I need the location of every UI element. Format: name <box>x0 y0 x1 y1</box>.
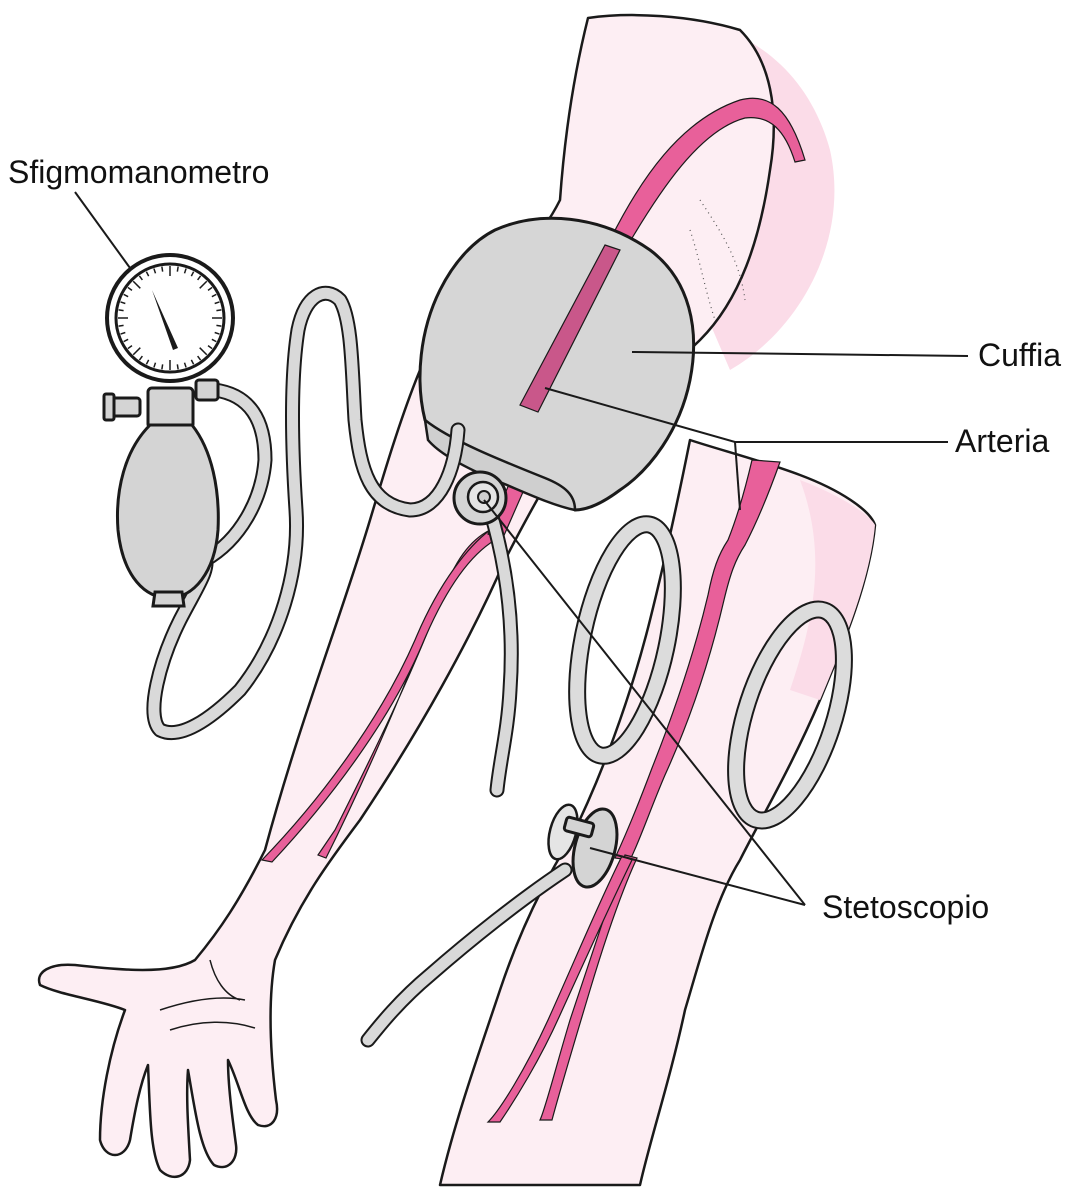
gauge-tick <box>145 359 150 365</box>
label-cuff: Cuffia <box>978 337 1061 373</box>
gauge-tick <box>123 293 129 298</box>
gauge-tick <box>183 362 187 368</box>
gauge-tick <box>183 268 187 274</box>
cuff-artery-stripe <box>519 244 621 413</box>
valve-body <box>146 386 195 430</box>
gauge-tick <box>176 266 179 272</box>
pump-loop-tube-inner <box>199 384 271 566</box>
cuff-hem <box>423 417 577 512</box>
cuff-tube-inner <box>148 287 464 739</box>
gauge-face <box>114 262 226 374</box>
gauge-tick <box>161 266 164 272</box>
gauge-tick <box>190 271 195 277</box>
gauge-tick <box>207 286 213 291</box>
gauge-tick <box>176 364 179 370</box>
blood-pressure-cuff <box>418 216 696 512</box>
right-arm <box>438 438 877 1187</box>
gauge-tick <box>132 347 141 356</box>
gauge-tick <box>127 345 133 350</box>
leader-stethoscope-b <box>589 847 806 906</box>
gauge-tick <box>211 293 217 298</box>
label-stethoscope: Stetoscopio <box>822 889 989 925</box>
stethoscope-earpieces <box>568 515 853 830</box>
gauge-tick <box>216 309 222 312</box>
right-arm-shadow <box>790 480 875 700</box>
gauge-needle <box>152 290 178 350</box>
gauge-tick <box>153 362 157 368</box>
leader-lines <box>74 191 969 906</box>
valve-screw-knob <box>102 392 116 422</box>
inflation-bulb <box>116 423 220 600</box>
gauge-tick <box>120 331 126 335</box>
chestpiece-upper-tube-inner <box>484 504 517 796</box>
gauge-tick <box>138 355 143 361</box>
earpiece-ring-left-inner <box>570 517 680 763</box>
leader-cuff <box>631 351 969 357</box>
leader-artery-right <box>734 441 741 511</box>
gauge-tick <box>207 345 213 350</box>
gauge-tick <box>214 301 220 305</box>
label-artery: Arteria <box>955 423 1049 459</box>
gauge-tick <box>118 309 124 312</box>
gauge-tick <box>190 359 195 365</box>
gauge-tick <box>132 280 141 289</box>
earpiece-ring-right-inner <box>729 602 851 828</box>
gauge-tick <box>153 268 157 274</box>
gauge-tick <box>161 364 164 370</box>
bulb-valve-tip <box>151 590 186 608</box>
gauge-tick <box>211 338 217 343</box>
right-forearm-artery-b <box>486 855 633 1123</box>
gauge-tick <box>199 347 208 356</box>
gauge-tick <box>199 280 208 289</box>
gauge-tick <box>138 275 143 281</box>
stethoscope-chestpiece-lower <box>360 803 619 1048</box>
cuff-tubing <box>146 285 466 741</box>
chestpiece-lower-tube-inner <box>362 864 571 1046</box>
valve-collar <box>194 378 220 402</box>
right-forearm-artery-a <box>539 854 638 1121</box>
label-sphygmomanometer: Sfigmomanometro <box>8 154 269 190</box>
leader-stethoscope-a <box>483 499 806 906</box>
gauge-ticks <box>118 266 222 370</box>
chestpiece-lower-stem <box>562 815 596 839</box>
sphygmomanometer <box>102 253 235 608</box>
left-forearm-artery-b <box>260 529 496 863</box>
gauge-tick <box>118 324 124 327</box>
palm-creases <box>159 959 256 1031</box>
gauge-tick <box>120 301 126 305</box>
gauge-tick <box>197 355 202 361</box>
chestpiece-upper-center <box>477 490 491 504</box>
leader-sphygmomanometer <box>74 191 131 269</box>
gauge-tick <box>197 275 202 281</box>
gauge-tick <box>214 331 220 335</box>
gauge-tick <box>127 286 133 291</box>
left-upper-artery <box>609 97 806 251</box>
gauge-tick <box>145 271 150 277</box>
gauge-tick <box>123 338 129 343</box>
gauge-tick <box>216 324 222 327</box>
